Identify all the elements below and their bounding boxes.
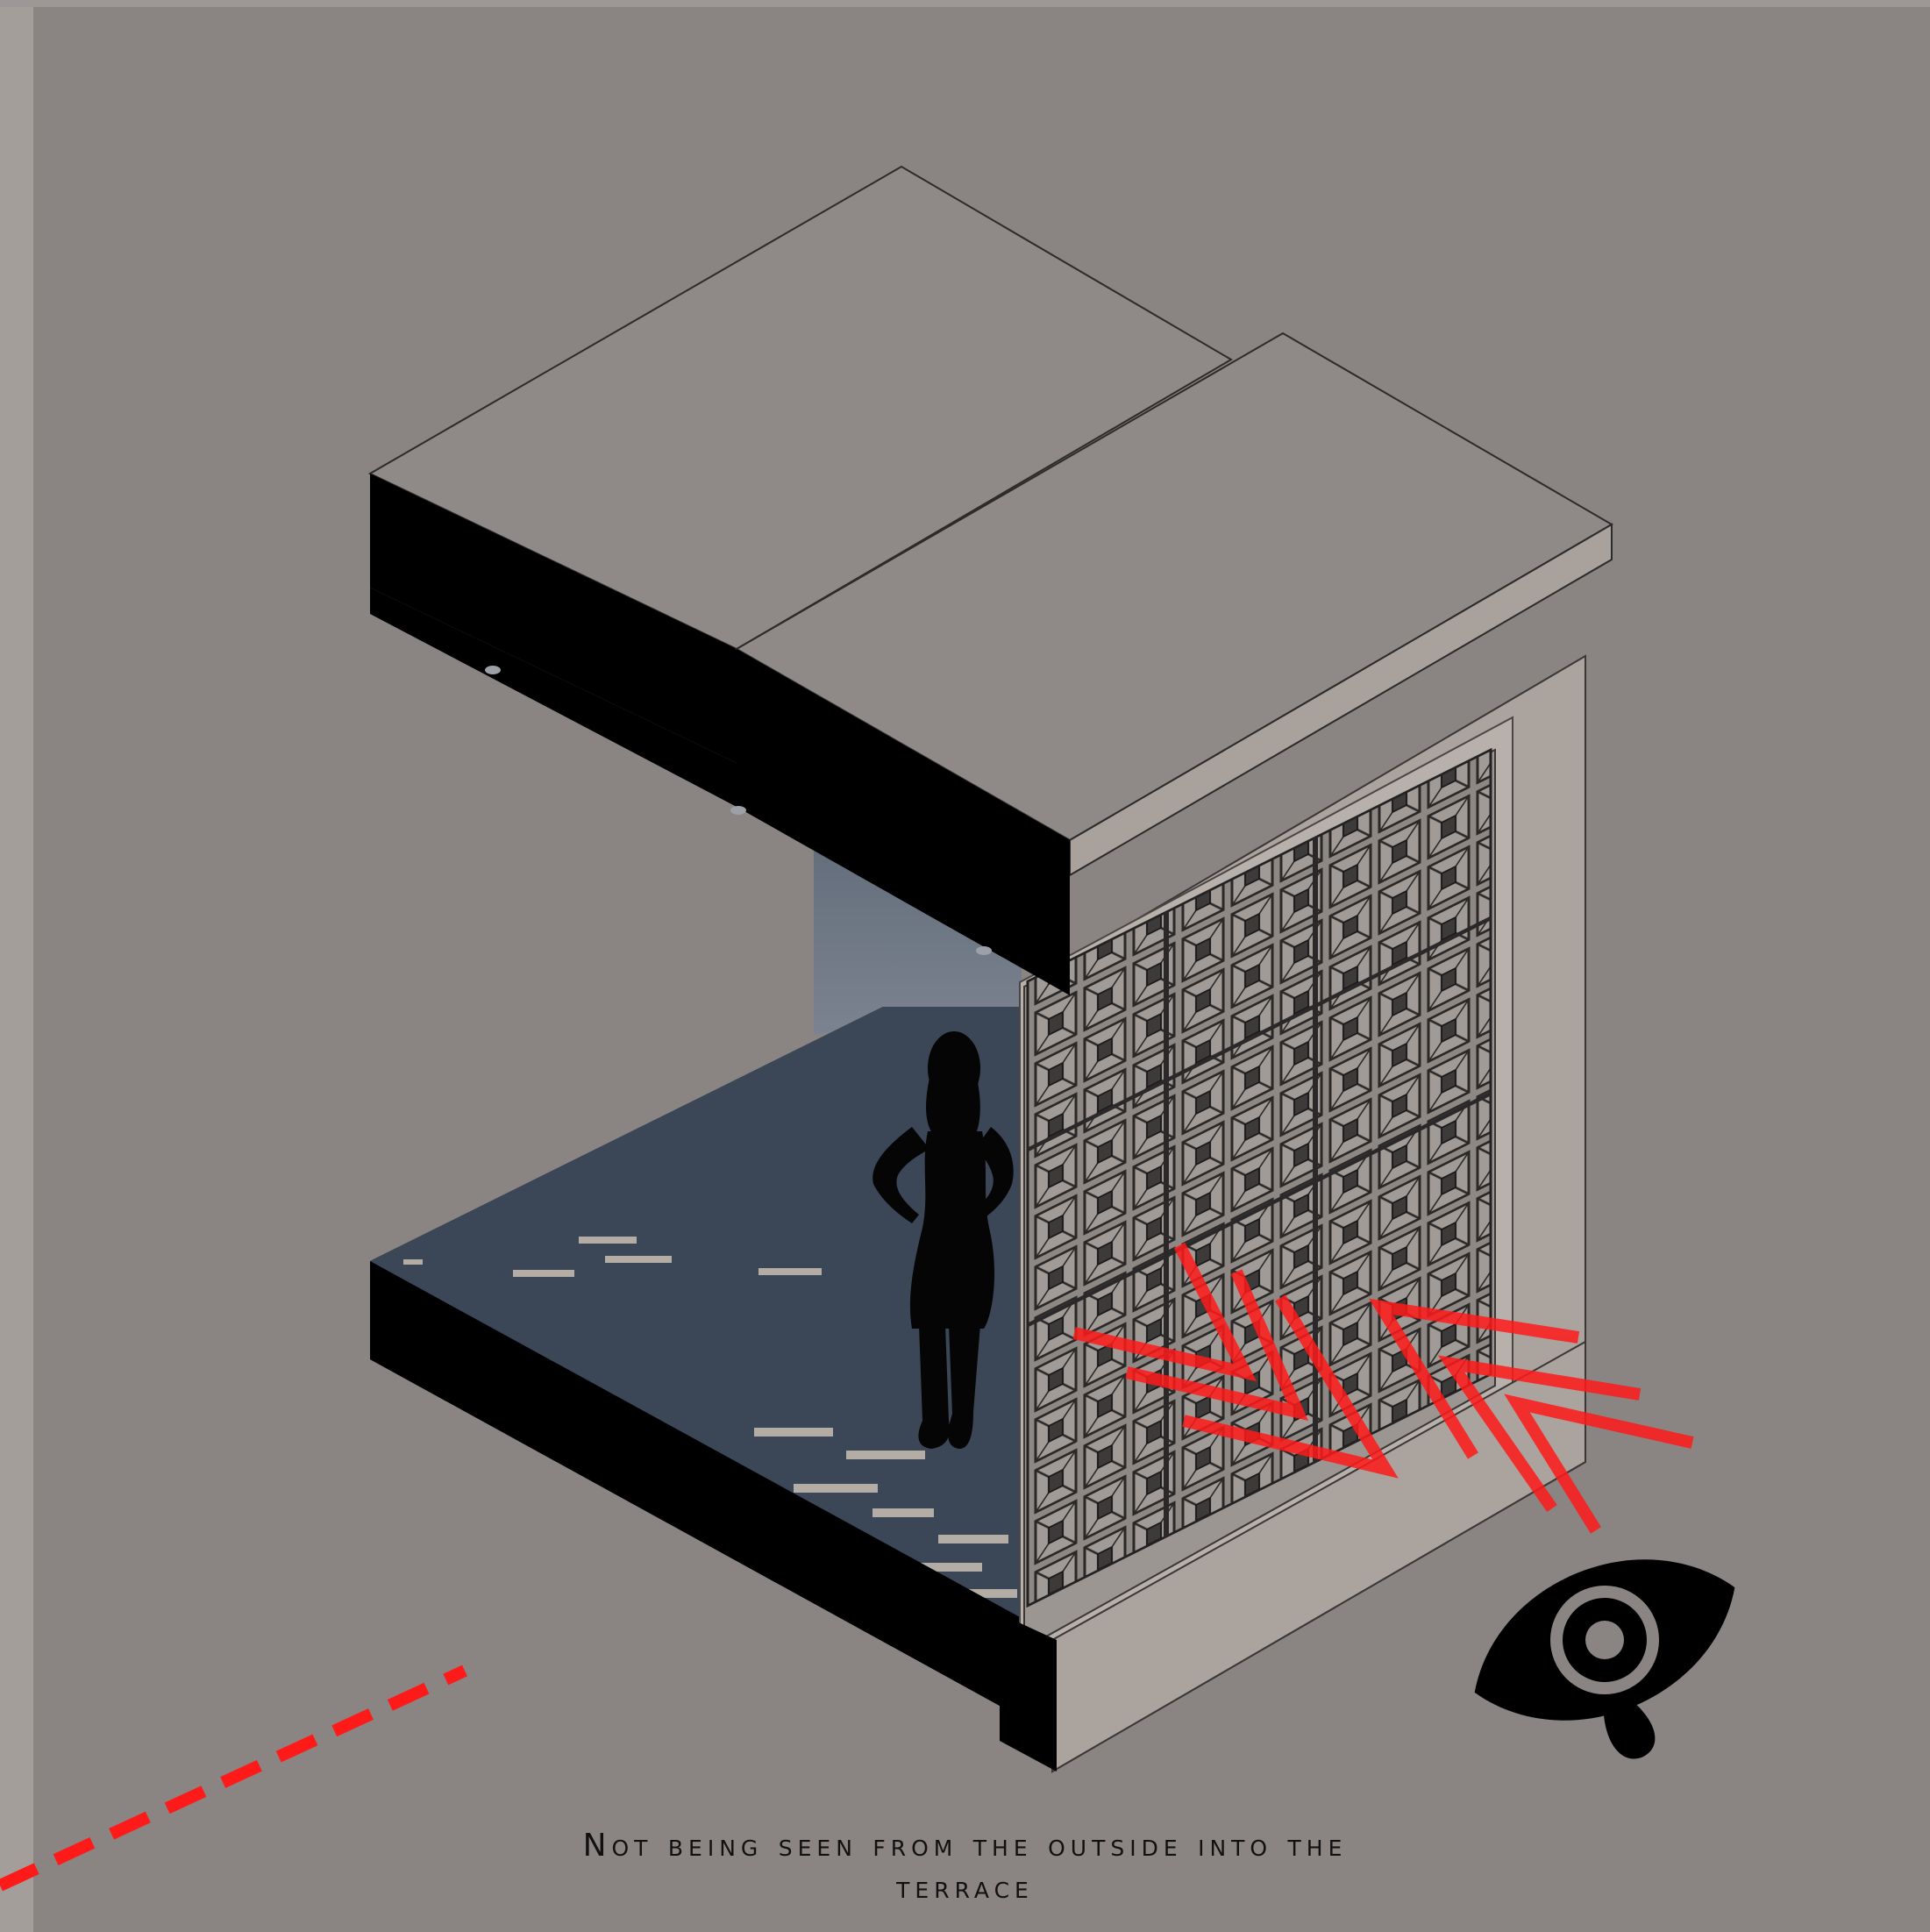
left-edge-strip (0, 0, 33, 1932)
caption-line-2: terrace (0, 1866, 1930, 1910)
top-edge-strip (0, 0, 1930, 7)
caption-line-1: Not being seen from the outside into the (0, 1824, 1930, 1868)
